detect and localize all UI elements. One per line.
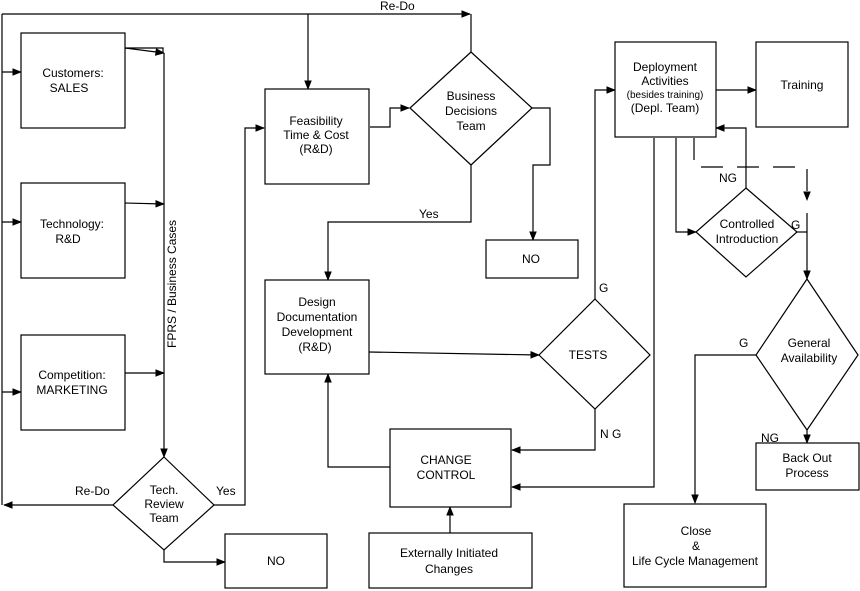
no-business-label: NO xyxy=(522,252,540,266)
deployment-dashed xyxy=(693,138,811,201)
close-box: Close&Life Cycle Management xyxy=(623,503,767,588)
training-label: Training xyxy=(781,78,824,92)
tech-review-yes xyxy=(213,124,265,506)
redo-top-label: Re-Do xyxy=(380,0,415,13)
redo-bottom-label: Re-Do xyxy=(75,484,110,498)
g-tests-label: G xyxy=(599,281,608,295)
ng-general-label: NG xyxy=(761,431,779,445)
deployment-to-change xyxy=(511,138,655,491)
tech-review-no xyxy=(163,550,226,566)
g-controlled-label: G xyxy=(791,218,800,232)
general-g xyxy=(691,354,756,504)
design-to-tests xyxy=(368,351,540,359)
business-no xyxy=(529,107,551,241)
close-label: Close&Life Cycle Management xyxy=(632,524,759,568)
customers-arrow xyxy=(124,47,165,56)
g-general-label: G xyxy=(739,336,748,350)
competition-box: Competition:MARKETING xyxy=(20,334,126,431)
training-box: Training xyxy=(755,41,849,128)
yes-tech-label: Yes xyxy=(216,484,236,498)
customers-label: Customers:SALES xyxy=(42,66,103,95)
no-box-business: NO xyxy=(485,239,579,279)
feasibility-to-business xyxy=(370,104,410,128)
no-tech-label: NO xyxy=(267,554,285,568)
yes-business-label: Yes xyxy=(419,207,439,221)
tests-ng xyxy=(511,409,596,454)
deployment-to-controlled xyxy=(675,138,697,236)
business-yes xyxy=(324,165,472,281)
edge-labels: Re-Do Re-Do FPRS / Business Cases Yes Ye… xyxy=(75,0,800,498)
fprs-label: FPRS / Business Cases xyxy=(165,220,179,348)
tests-label: TESTS xyxy=(569,348,608,362)
no-box-tech: NO xyxy=(224,533,328,589)
tests-g xyxy=(594,86,616,299)
customers-box: Customers:SALES xyxy=(20,32,126,129)
tests-diamond: TESTS xyxy=(538,298,651,410)
edges xyxy=(1,10,811,566)
change-to-design xyxy=(324,373,390,468)
ng-tests-label: N G xyxy=(600,427,621,441)
competition-label: Competition:MARKETING xyxy=(36,368,107,397)
technology-box: Technology:R&D xyxy=(20,182,126,279)
ng-controlled-label: NG xyxy=(719,171,737,185)
technology-to-bus xyxy=(124,199,165,208)
controlled-ng xyxy=(715,124,747,188)
technology-label: Technology:R&D xyxy=(40,217,104,246)
